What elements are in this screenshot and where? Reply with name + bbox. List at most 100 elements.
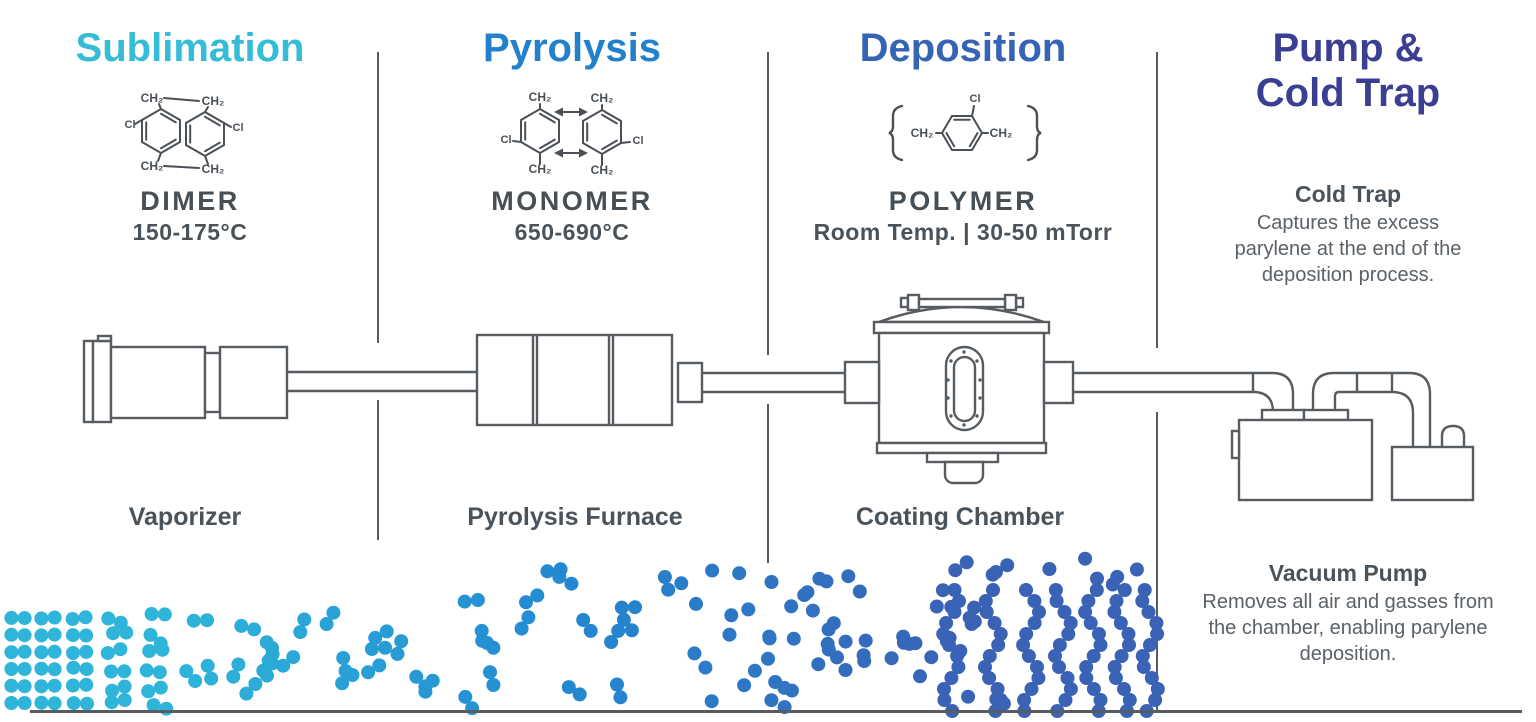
molecule-dot — [155, 642, 170, 657]
molecule-dot — [409, 669, 424, 684]
molecule-dot — [610, 677, 624, 692]
molecule-dot — [657, 570, 672, 584]
molecule-dot — [674, 576, 689, 591]
molecule-dot — [929, 599, 944, 614]
vacuum-pump-box — [1390, 445, 1475, 502]
molecule-dot — [737, 678, 752, 693]
molecule-dot — [521, 610, 536, 625]
molecule-dot — [1135, 649, 1150, 663]
molecule-dot — [1144, 671, 1159, 685]
molecule-dot — [142, 644, 157, 658]
molecule-dot — [379, 624, 394, 639]
label-coating-chamber: Coating Chamber — [855, 503, 1065, 531]
molecule-dot — [144, 607, 159, 621]
molecule-name-polymer: POLYMER — [888, 186, 1038, 216]
molecule-dot — [993, 627, 1008, 641]
molecule-dot — [1032, 605, 1046, 619]
molecule-dot — [937, 682, 951, 696]
molecule-dot — [4, 610, 19, 625]
molecule-dot — [234, 618, 249, 633]
molecule-dot — [614, 600, 629, 615]
molecule-dot — [483, 665, 497, 680]
molecule-dot — [1107, 660, 1122, 674]
molecule-dot — [819, 574, 834, 589]
molecule-dot — [1113, 616, 1128, 630]
vacuum-pump-heading: Vacuum Pump — [1268, 560, 1428, 586]
molecule-dot — [1019, 627, 1034, 641]
molecule-dot — [1027, 594, 1042, 608]
divider-2-lower — [767, 404, 769, 563]
molecule-dot — [811, 657, 826, 672]
cl-label: Cl — [633, 135, 644, 147]
molecule-dot — [947, 583, 962, 597]
molecule-dot — [1078, 551, 1093, 566]
molecule-dot — [1122, 693, 1137, 707]
molecule-dot — [1021, 649, 1036, 663]
molecule-dot — [576, 613, 591, 627]
molecule-dot — [79, 644, 94, 659]
molecule-dot — [604, 635, 619, 649]
molecule-dot — [1016, 638, 1031, 652]
vaporizer-drawing — [82, 334, 477, 424]
molecule-dot — [611, 623, 626, 638]
molecule-dot — [1150, 682, 1165, 696]
coating-chamber-drawing — [843, 293, 1075, 485]
molecule-dot — [1107, 605, 1122, 619]
molecule-dot — [768, 675, 783, 689]
molecule-dot — [101, 611, 116, 626]
molecule-dot — [978, 594, 993, 608]
molecule-dot — [143, 627, 158, 642]
molecule-dot — [942, 638, 956, 652]
molecule-dot — [105, 683, 120, 698]
title-pump-line2: Cold Trap — [1255, 71, 1441, 115]
vacuum-pump-drawing — [1390, 424, 1475, 502]
molecule-dot — [1149, 616, 1164, 630]
molecule-dot — [1017, 693, 1032, 707]
molecule-dot — [661, 582, 676, 597]
molecule-dot — [1117, 682, 1131, 696]
molecule-dot — [293, 625, 308, 640]
pyrolysis-furnace-drawing — [475, 333, 845, 427]
molecule-dot — [993, 693, 1008, 707]
molecule-dot — [1027, 616, 1042, 630]
molecule-dot — [1042, 562, 1057, 576]
molecule-dot — [959, 555, 974, 570]
molecule-dot — [936, 627, 951, 641]
molecule-dot — [786, 631, 801, 646]
molecule-dot — [764, 693, 779, 708]
molecule-dot — [1048, 649, 1062, 663]
molecule-dot — [1049, 594, 1064, 608]
molecule-dot — [78, 610, 93, 625]
molecule-dot — [1057, 605, 1072, 619]
ch2-label: CH₂ — [529, 90, 552, 104]
molecule-dot — [418, 684, 433, 699]
molecule-dot — [4, 645, 19, 660]
molecule-dot — [705, 563, 720, 578]
molecule-dot — [540, 564, 555, 579]
molecule-dot — [34, 661, 49, 676]
molecule-dot — [119, 625, 134, 640]
molecule-dot — [982, 649, 997, 663]
condition-dimer: 150-175°C — [132, 219, 248, 245]
molecule-dot — [1052, 638, 1067, 652]
molecule-dot — [372, 658, 387, 673]
molecule-dot — [335, 676, 350, 691]
molecule-dot — [117, 693, 132, 707]
molecule-dot — [948, 563, 963, 578]
molecule-dot — [852, 584, 867, 599]
molecule-dot — [186, 613, 201, 628]
molecule-dot — [1061, 627, 1076, 641]
molecule-dot — [530, 588, 545, 603]
molecule-dot — [47, 678, 62, 693]
cold-trap-heading: Cold Trap — [1294, 181, 1402, 207]
molecule-dot — [979, 605, 994, 619]
molecule-dot — [841, 569, 856, 584]
molecule-dot — [858, 633, 873, 648]
molecule-dot — [687, 646, 702, 661]
ch2-label: CH₂ — [529, 162, 552, 176]
molecule-dot — [1058, 693, 1073, 707]
molecule-dot — [1019, 583, 1033, 597]
molecule-dot — [1024, 682, 1039, 696]
molecule-dot — [1048, 583, 1063, 597]
molecule-dot — [260, 668, 274, 683]
